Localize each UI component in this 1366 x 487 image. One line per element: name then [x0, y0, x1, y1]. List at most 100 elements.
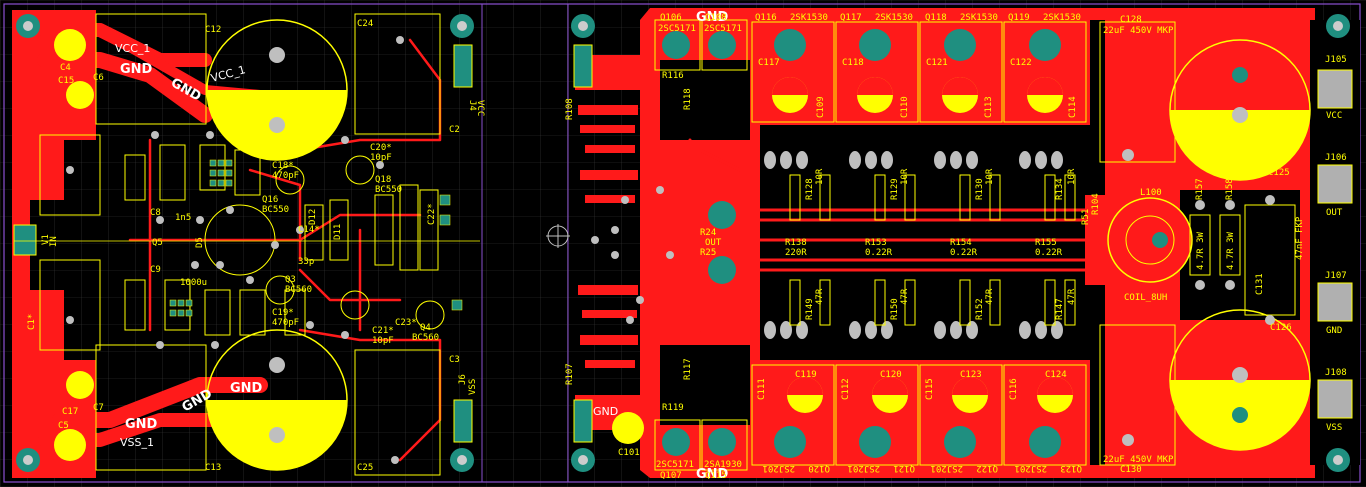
svg-text:R128: R128: [805, 178, 815, 200]
svg-text:C12: C12: [205, 25, 221, 35]
svg-text:Q106: Q106: [660, 13, 682, 23]
svg-text:C8: C8: [150, 208, 161, 218]
c4-body: [54, 29, 86, 61]
svg-text:R138: R138: [785, 238, 807, 248]
c13-pad-2: [269, 427, 285, 443]
svg-text:2SJ201: 2SJ201: [1014, 463, 1047, 473]
svg-text:J108: J108: [1325, 368, 1347, 378]
svg-text:47R: 47R: [985, 288, 995, 305]
svg-text:R117: R117: [683, 358, 693, 380]
svg-text:47nF FKP: 47nF FKP: [1295, 216, 1305, 260]
svg-text:470pF: 470pF: [272, 318, 299, 328]
svg-text:R152: R152: [975, 298, 985, 320]
svg-text:C116: C116: [1009, 378, 1019, 400]
svg-text:Q3: Q3: [285, 275, 296, 285]
net-gnd-top: GND: [120, 62, 153, 77]
svg-text:OUT: OUT: [705, 238, 722, 248]
driver-pads-mid: [708, 201, 736, 284]
c6-outline: [95, 13, 207, 125]
c24-outline: [354, 13, 441, 135]
svg-text:C5: C5: [58, 421, 69, 431]
svg-text:1n5: 1n5: [175, 213, 191, 223]
svg-text:R157: R157: [1195, 178, 1205, 200]
mounting-holes-left: [16, 14, 474, 472]
svg-text:C24: C24: [357, 19, 373, 29]
center-traces: [688, 138, 1097, 342]
svg-text:2SA1930: 2SA1930: [704, 460, 742, 470]
connector-in[interactable]: [13, 224, 37, 256]
output-bus-connector: [1085, 195, 1105, 285]
connector-j107[interactable]: [1317, 282, 1353, 322]
svg-text:R158: R158: [1225, 178, 1235, 200]
svg-text:4.7R 3W: 4.7R 3W: [1196, 231, 1206, 270]
svg-text:C3: C3: [449, 355, 460, 365]
resistor-pads-row: [764, 151, 1063, 339]
svg-text:BC550: BC550: [262, 205, 289, 215]
svg-text:2SJ201: 2SJ201: [930, 463, 963, 473]
svg-text:10pF: 10pF: [370, 153, 392, 163]
r158-outline: [1219, 214, 1241, 276]
connector-j4[interactable]: [453, 44, 473, 88]
svg-text:C113: C113: [984, 96, 994, 118]
svg-text:J6: J6: [458, 374, 468, 385]
svg-text:J4: J4: [467, 100, 477, 111]
svg-text:J107: J107: [1325, 271, 1347, 281]
svg-text:C2: C2: [449, 125, 460, 135]
svg-text:COIL_8UH: COIL_8UH: [1124, 293, 1167, 303]
svg-text:0.22R: 0.22R: [950, 248, 978, 258]
c12-pad: [269, 47, 285, 63]
c7-outline: [95, 344, 207, 471]
svg-text:4.7R 3W: 4.7R 3W: [1226, 231, 1236, 270]
connector-j106[interactable]: [1317, 164, 1353, 204]
svg-text:R150: R150: [890, 298, 900, 320]
connector-j105[interactable]: [1317, 69, 1353, 109]
svg-text:C119: C119: [795, 370, 817, 380]
svg-text:C109: C109: [816, 96, 826, 118]
svg-text:C15: C15: [58, 76, 74, 86]
svg-text:GND: GND: [1326, 326, 1342, 336]
silk-labels-right: Q106 Q108 Q116 Q117 Q118 Q119 2SC5171 2S…: [565, 13, 1347, 481]
svg-text:2SC5171: 2SC5171: [704, 24, 742, 34]
svg-text:OUT: OUT: [1326, 208, 1343, 218]
top-transistor-blocks: [654, 19, 1087, 471]
svg-text:33p: 33p: [298, 257, 314, 267]
svg-text:R51: R51: [1081, 209, 1091, 225]
svg-text:R129: R129: [890, 178, 900, 200]
svg-text:Q4: Q4: [420, 323, 431, 333]
svg-text:VSS: VSS: [1326, 423, 1342, 433]
svg-text:Q115: Q115: [705, 471, 727, 481]
svg-text:Q121: Q121: [893, 463, 915, 473]
c125-polarity-fill: [1170, 110, 1310, 180]
pads-left: [169, 159, 463, 317]
svg-text:Q120: Q120: [808, 463, 830, 473]
c15-body: [66, 81, 94, 109]
transistor-pads-bottom: [662, 426, 1061, 458]
svg-text:R104: R104: [1091, 193, 1101, 215]
c12-pad-2: [269, 117, 285, 133]
svg-text:220R: 220R: [785, 248, 807, 258]
svg-text:10R: 10R: [1067, 168, 1077, 185]
r157-outline: [1189, 214, 1211, 276]
svg-text:C130: C130: [1120, 465, 1142, 475]
svg-text:BC550: BC550: [375, 185, 402, 195]
svg-text:C25: C25: [357, 463, 373, 473]
svg-text:C20*: C20*: [370, 143, 392, 153]
svg-text:C112: C112: [841, 378, 851, 400]
svg-text:0.22R: 0.22R: [865, 248, 893, 258]
svg-text:C21*: C21*: [372, 326, 394, 336]
connector-j6[interactable]: [453, 399, 473, 443]
cutout-center: [760, 125, 1090, 360]
connector-right-bottom[interactable]: [573, 399, 593, 443]
connector-right-top[interactable]: [573, 44, 593, 88]
c101-body: [612, 412, 644, 444]
svg-text:2SJ201: 2SJ201: [847, 463, 880, 473]
net-gnd-pad: GND: [593, 405, 618, 418]
svg-text:C6: C6: [93, 73, 104, 83]
connector-j108[interactable]: [1317, 379, 1353, 419]
c13-pad: [269, 357, 285, 373]
net-gnd-bottom-2: GND: [125, 417, 158, 432]
output-connectors[interactable]: [1317, 69, 1353, 419]
svg-text:47R: 47R: [900, 288, 910, 305]
